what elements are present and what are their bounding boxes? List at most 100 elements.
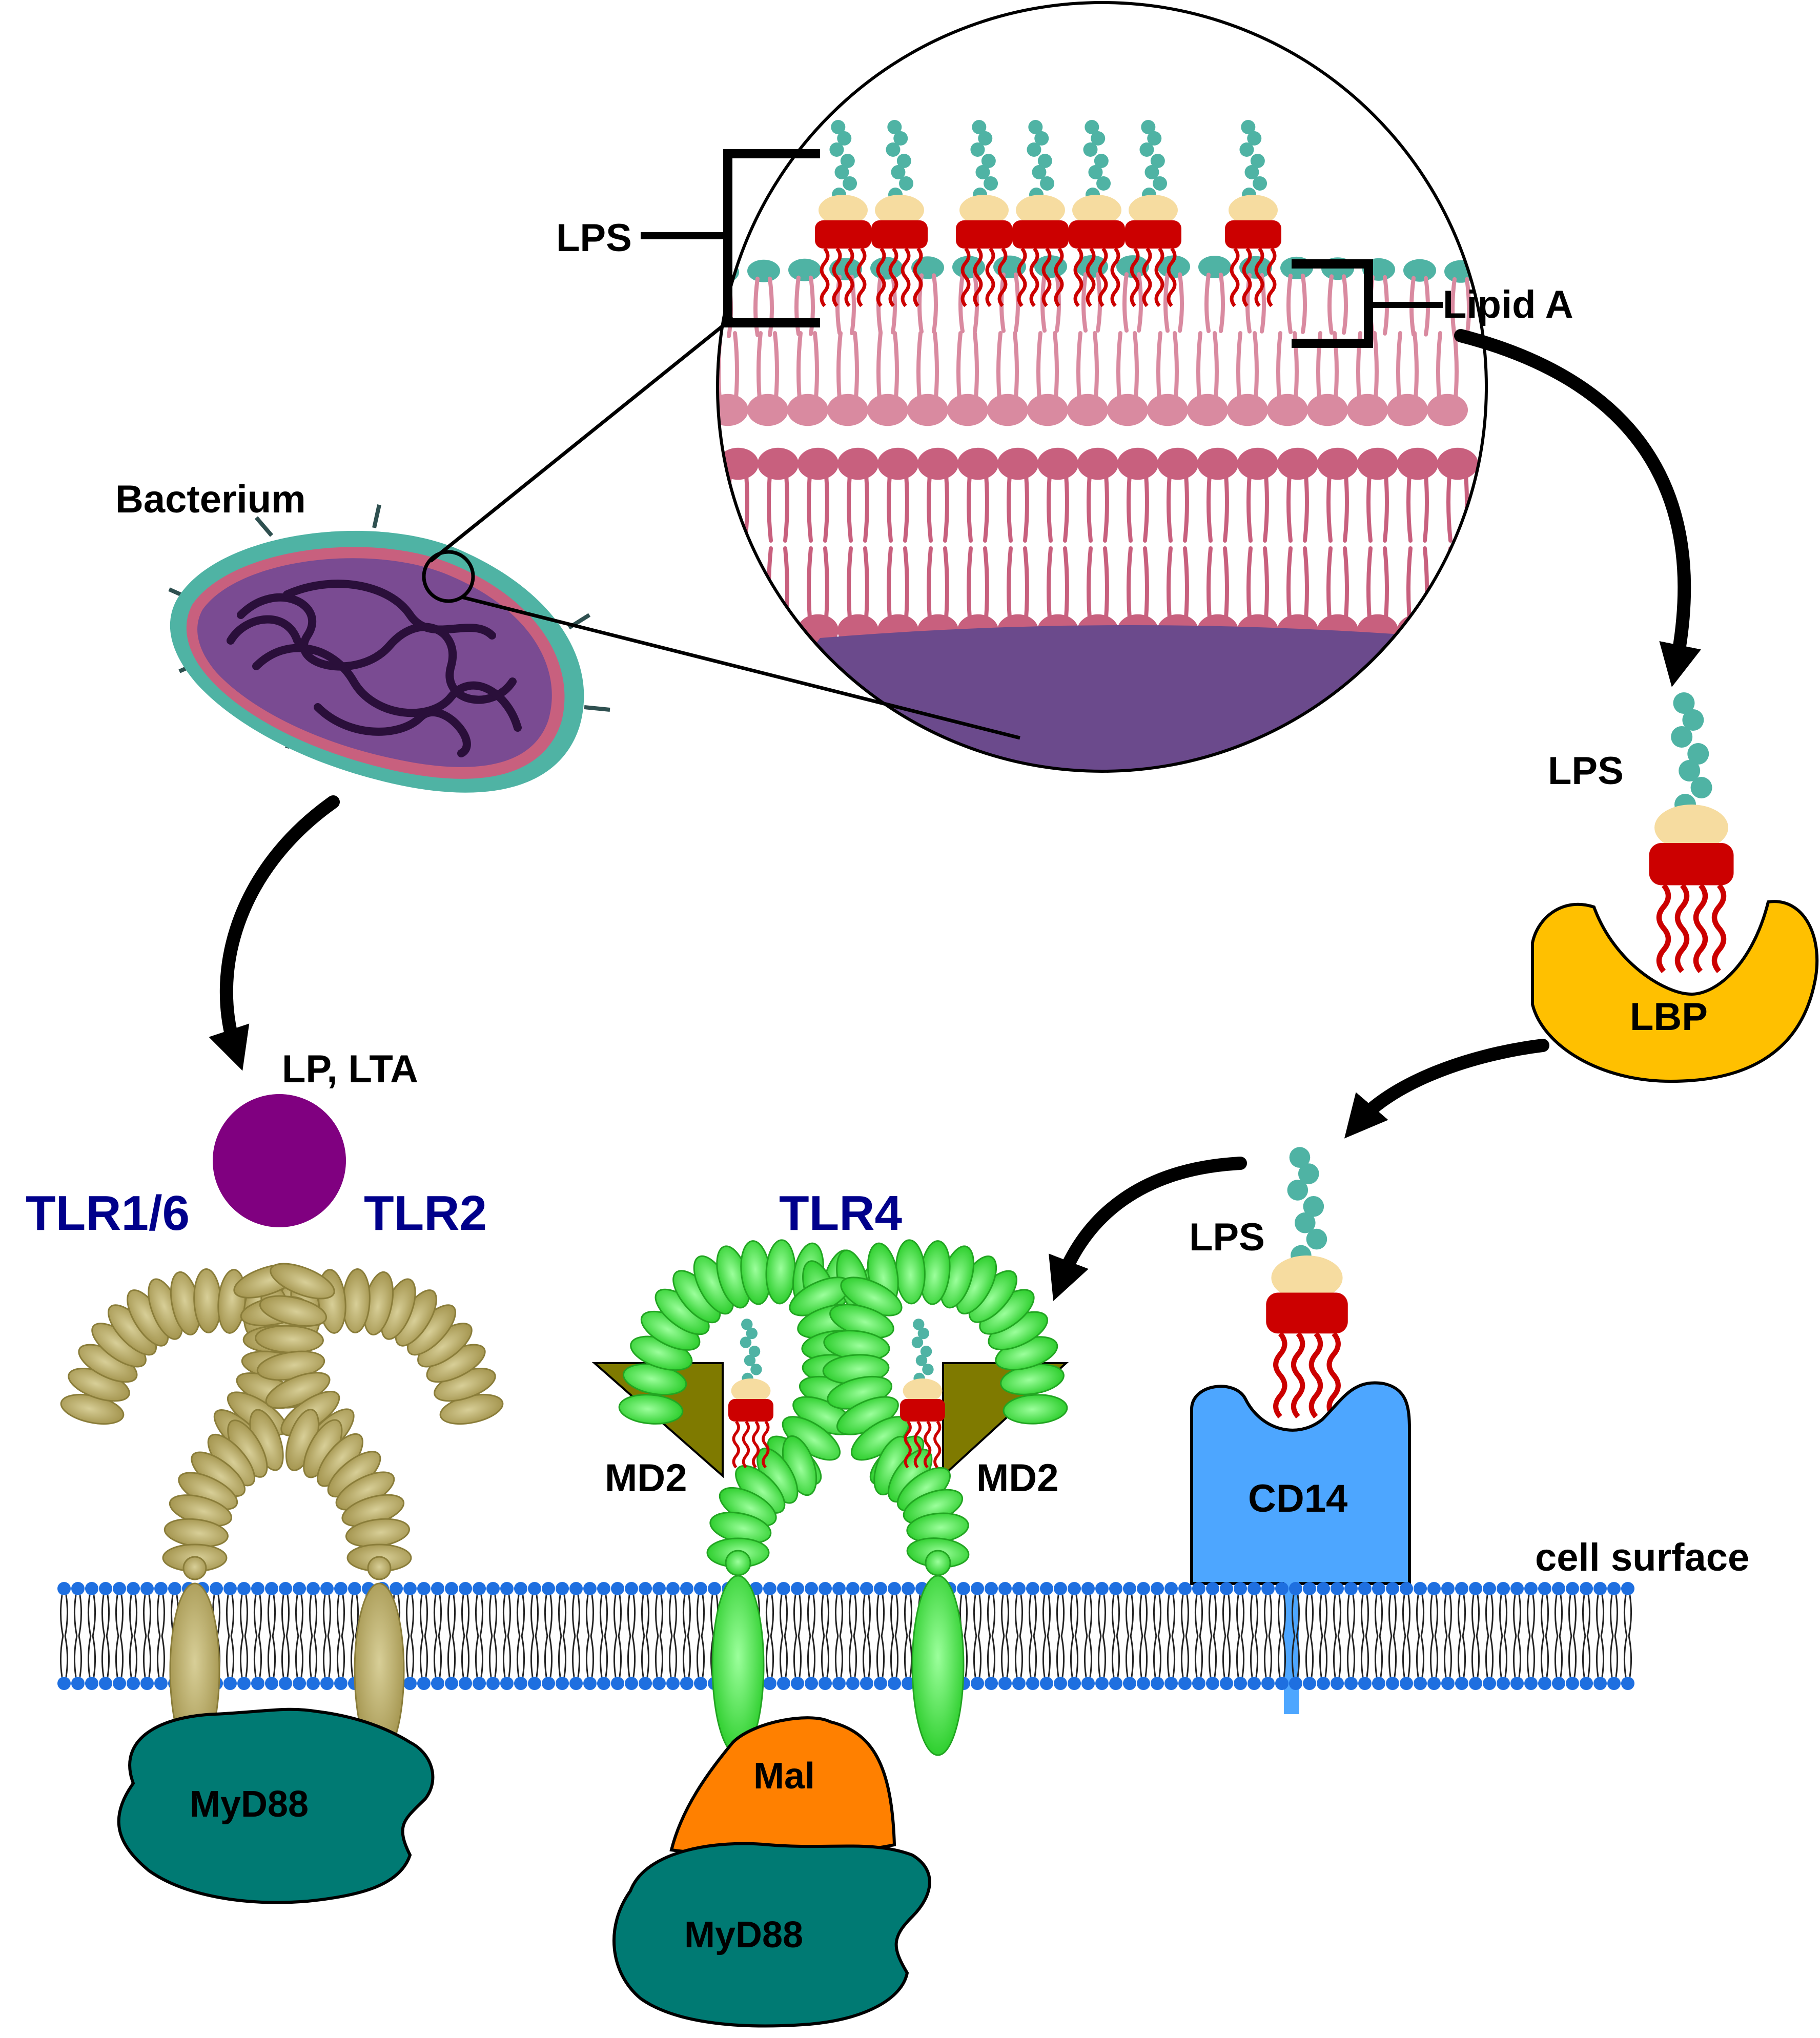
lps-molecule (815, 120, 871, 307)
phospholipid (1277, 447, 1318, 543)
membrane-head (583, 1677, 597, 1690)
lps-core (1229, 195, 1278, 225)
membrane-head (1206, 1677, 1219, 1690)
lipid-tail (1276, 331, 1282, 412)
membrane-head (431, 1582, 444, 1595)
membrane-tail (862, 1595, 871, 1637)
membrane-head (791, 1582, 804, 1595)
membrane-head (597, 1582, 610, 1595)
lps-sugar-unit (920, 1346, 932, 1357)
membrane-head (486, 1582, 500, 1595)
lipid-tail (1093, 331, 1099, 412)
acyl-chain (1711, 883, 1727, 973)
lipid-tail (1286, 546, 1293, 632)
membrane-tail (1222, 1595, 1231, 1637)
membrane-tail (530, 1635, 539, 1677)
membrane-tail (1250, 1595, 1259, 1637)
membrane-head (1303, 1582, 1316, 1595)
membrane-head (1040, 1582, 1053, 1595)
lipid-tail (1206, 546, 1213, 632)
acyl-chain (1308, 1331, 1323, 1418)
membrane-tail (1609, 1595, 1619, 1637)
membrane-tail (405, 1635, 415, 1677)
lipid-a-tails (876, 247, 923, 307)
lps-sugar-unit (891, 165, 906, 179)
membrane-head (334, 1677, 347, 1690)
acyl-chain (1326, 1331, 1341, 1418)
membrane-tail (419, 1635, 428, 1677)
membrane-head (1580, 1582, 1593, 1595)
phospholipid (1237, 447, 1278, 543)
membrane-tail (1028, 1595, 1037, 1637)
membrane-head (1123, 1677, 1136, 1690)
membrane-head (334, 1582, 347, 1595)
arrow-bacterium-to-tlr2 (209, 795, 340, 1071)
membrane-tail (973, 1595, 982, 1637)
phospholipid (797, 447, 839, 543)
lipid-tail (943, 462, 949, 543)
lps-sugar-unit (978, 131, 993, 146)
lipid-head (1147, 394, 1188, 426)
membrane-tail (1443, 1595, 1453, 1637)
membrane-head (1538, 1582, 1551, 1595)
membrane-head (1054, 1677, 1067, 1690)
membrane-head (805, 1677, 818, 1690)
membrane-tail (115, 1635, 124, 1677)
membrane-tail (1402, 1595, 1411, 1637)
membrane-tail (1291, 1595, 1300, 1637)
arrow-cd14-to-tlr4 (1049, 1157, 1247, 1301)
membrane-tail (1180, 1635, 1190, 1677)
lipid-tail (823, 462, 829, 543)
membrane-tail (1000, 1635, 1010, 1677)
membrane-head (528, 1582, 541, 1595)
acyl-chain (876, 247, 886, 307)
membrane-tail (516, 1595, 525, 1637)
lipid-tail (967, 546, 973, 632)
membrane-tail (848, 1635, 857, 1677)
lipid-head (758, 447, 799, 480)
membrane-tail (973, 1635, 982, 1677)
outer-lipid-tail (1286, 273, 1307, 334)
lps-core (959, 195, 1009, 225)
lipid-tail (1423, 462, 1429, 543)
phospholipid (1147, 331, 1188, 426)
zoom-focus-ring (422, 550, 475, 603)
membrane-head (473, 1677, 486, 1690)
membrane-head (860, 1582, 873, 1595)
lipid-head (1187, 394, 1228, 426)
lps-sugar-unit (831, 120, 846, 134)
myd88-left (117, 1707, 435, 1904)
phospholipid (1077, 447, 1118, 543)
acyl-chain (832, 247, 842, 307)
membrane-head (1164, 1582, 1178, 1595)
lps-sugar-unit (1295, 1212, 1316, 1233)
lipid-tail (1453, 331, 1459, 412)
lipid-tail (1246, 462, 1253, 543)
membrane-head (1137, 1582, 1150, 1595)
membrane-tail (502, 1595, 512, 1637)
membrane-head (1081, 1677, 1095, 1690)
membrane-head (71, 1582, 85, 1595)
phospholipid (837, 447, 878, 543)
membrane-tail (281, 1595, 290, 1637)
membrane-tail (1333, 1635, 1342, 1677)
membrane-tail (1236, 1635, 1245, 1677)
cd14-protein (1190, 1381, 1411, 1585)
membrane-head (777, 1677, 790, 1690)
membrane-head (1552, 1582, 1565, 1595)
lipid-head (827, 394, 868, 426)
lipid-head (1157, 447, 1198, 480)
membrane-head (998, 1582, 1012, 1595)
acyl-chain (1154, 247, 1164, 307)
membrane-tail (627, 1635, 636, 1677)
membrane-head (777, 1582, 790, 1595)
membrane-head (1566, 1582, 1579, 1595)
lps-sugar-unit (1147, 131, 1162, 146)
membrane-tail (1305, 1635, 1314, 1677)
membrane-tail (696, 1595, 705, 1637)
membrane-tail (101, 1595, 110, 1637)
lps-sugar-unit (843, 176, 857, 191)
acyl-chain (1086, 247, 1096, 307)
lps-sugar-unit (1088, 165, 1103, 179)
membrane-head (1220, 1677, 1233, 1690)
